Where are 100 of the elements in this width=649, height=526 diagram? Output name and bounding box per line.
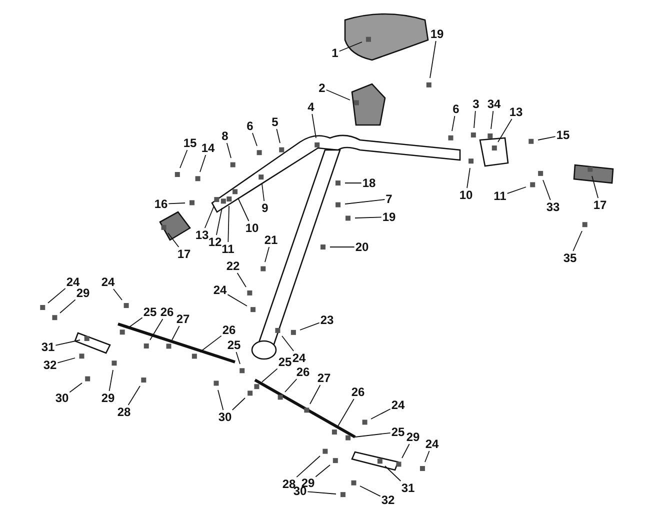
callout-number: 28 [117,406,131,418]
callout-number: 6 [246,120,254,132]
callout-number: 7 [386,193,392,205]
leader-line [310,384,321,404]
callout-number: 34 [487,98,501,110]
leader-line [264,246,270,262]
leader-line [338,42,362,52]
callout-number: 23 [320,314,334,326]
leader-line [60,299,76,314]
callout-number: 29 [76,287,90,299]
leader-line [228,206,230,242]
leader-line [282,336,294,352]
callout-number: 32 [381,494,395,506]
callout-number: 30 [218,411,232,423]
callout-number: 13 [509,106,523,118]
leader-line [474,110,476,128]
leader-line [236,352,240,364]
callout-number: 10 [245,222,259,234]
leader-line [48,288,66,304]
leader-line [204,206,214,228]
leader-line [150,318,164,340]
leader-line [542,180,551,200]
leader-line [344,182,362,184]
leader-line [55,340,80,346]
callout-number: 17 [593,199,607,211]
callout-number: 24 [101,276,115,288]
leader-line [200,335,222,352]
leader-line [402,444,410,458]
callout-number: 3 [472,98,480,110]
leader-line [498,118,512,142]
callout-number: 25 [227,339,241,351]
callout-number: 5 [272,116,278,128]
callout-number: 26 [296,366,310,378]
leader-line [330,246,355,248]
callout-number: 12 [208,236,222,248]
callout-number: 2 [318,82,326,94]
leader-line [227,294,248,306]
leader-line [430,40,436,78]
leader-line [466,168,470,188]
callout-number: 9 [262,202,268,214]
callout-number: 24 [213,284,227,296]
leader-line [262,184,265,202]
leader-line [360,486,381,497]
callout-number: 25 [391,426,405,438]
leader-line [315,464,330,478]
callout-number: 16 [154,198,168,210]
callout-number: 33 [546,201,560,213]
callout-number: 31 [41,341,55,353]
callout-number: 15 [183,137,197,149]
leader-line [370,408,391,420]
callout-number: 26 [351,386,365,398]
callout-number: 21 [264,234,278,246]
callout-number: 29 [406,431,420,443]
leader-line [572,230,582,252]
leader-line [490,110,494,130]
callout-number: 29 [301,477,315,489]
callout-number: 15 [556,129,570,141]
callout-number: 24 [66,276,80,288]
leader-line [172,326,180,340]
leader-line [300,322,320,330]
callout-number: 10 [459,189,473,201]
callout-number: 28 [282,478,296,490]
leader-line [262,368,278,382]
leader-line [538,136,556,140]
callout-number: 8 [222,130,228,142]
leader-line [312,114,316,138]
leader-line [238,198,250,222]
callout-number: 13 [195,229,209,241]
leader-line [344,199,386,204]
callout-number: 6 [452,103,460,115]
callout-number: 27 [176,313,190,325]
leader-line [57,358,76,364]
leader-line [424,450,430,462]
leader-line [338,398,354,426]
callout-number: 31 [401,482,415,494]
leader-line [384,466,402,482]
leader-line [168,202,186,204]
callout-number: 24 [425,438,439,450]
callout-number: 25 [278,356,292,368]
leader-line [506,186,526,194]
leader-line [113,288,122,300]
callout-number: 29 [101,392,115,404]
callout-number: 14 [201,142,215,154]
leader-line [326,89,350,100]
callout-number: 18 [362,177,376,189]
leader-line [226,142,232,158]
leader-line [296,456,320,478]
leader-line [168,232,180,248]
leader-line [307,491,336,494]
callout-number: 35 [563,252,577,264]
leader-line [200,154,206,172]
callout-number: 22 [226,260,240,272]
leader-line [592,176,599,198]
callout-number: 19 [382,211,396,223]
leader-line [216,208,222,236]
leader-line [128,386,140,406]
leader-line [128,317,143,328]
callout-number: 11 [222,243,234,255]
callout-number: 26 [222,324,236,336]
callout-number: 24 [292,352,306,364]
